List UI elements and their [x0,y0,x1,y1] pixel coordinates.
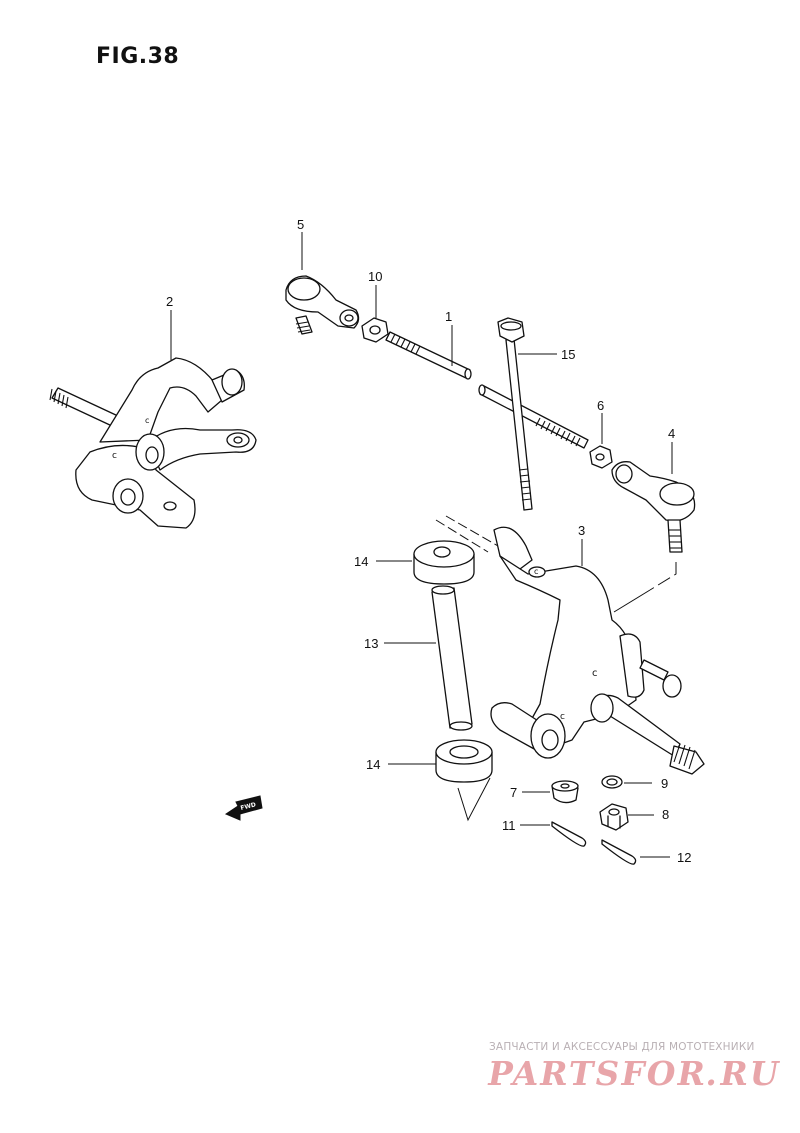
callout-2: 2 [166,294,174,309]
callout-9: 9 [661,776,669,791]
cotter-pin-11-part [551,821,587,847]
svg-text:c: c [592,668,598,679]
callout-12: 12 [677,850,692,865]
nut-10-part [361,317,389,343]
lower-bushing-part [435,739,493,783]
callout-1: 1 [445,309,453,324]
callout-13: 13 [364,636,379,651]
cotter-pin-12-part [601,839,637,865]
callout-10: 10 [368,269,383,284]
steering-knuckle-part: c c c [490,526,705,775]
figure-title: FIG.38 [96,44,180,69]
steering-bracket-part: c c [49,357,257,529]
callout-8: 8 [662,807,670,822]
watermark-logo: PARTSFOR.RU [484,1054,784,1093]
washer-part [601,775,623,789]
svg-text:c: c [534,567,538,576]
fwd-label: FWD [240,801,257,812]
svg-text:c: c [560,712,565,722]
callout-14-upper: 14 [354,554,369,569]
tie-rod-part [385,331,589,449]
tie-rod-end-right-part [611,461,696,553]
shaft-part [431,585,473,731]
callout-15: 15 [561,347,576,362]
callout-5: 5 [297,217,305,232]
long-bolt-part [497,317,533,511]
watermark-caption: ЗАПЧАСТИ И АКСЕССУАРЫ ДЛЯ МОТОТЕХНИКИ [489,1041,755,1053]
upper-bushing-part [413,540,475,585]
svg-text:c: c [112,451,117,461]
fwd-arrow-icon: FWD [224,795,263,821]
callout-3: 3 [578,523,586,538]
callout-14-lower: 14 [366,757,381,772]
callout-7: 7 [510,785,518,800]
svg-text:c: c [145,416,149,425]
callout-4: 4 [668,426,676,441]
callout-6: 6 [597,398,605,413]
callout-11: 11 [502,818,516,833]
castle-nut-part [599,803,629,831]
nut-6-part [589,445,613,469]
leader-lines [170,232,673,858]
tie-rod-end-left-part [285,275,360,335]
flange-nut-part [551,780,579,804]
